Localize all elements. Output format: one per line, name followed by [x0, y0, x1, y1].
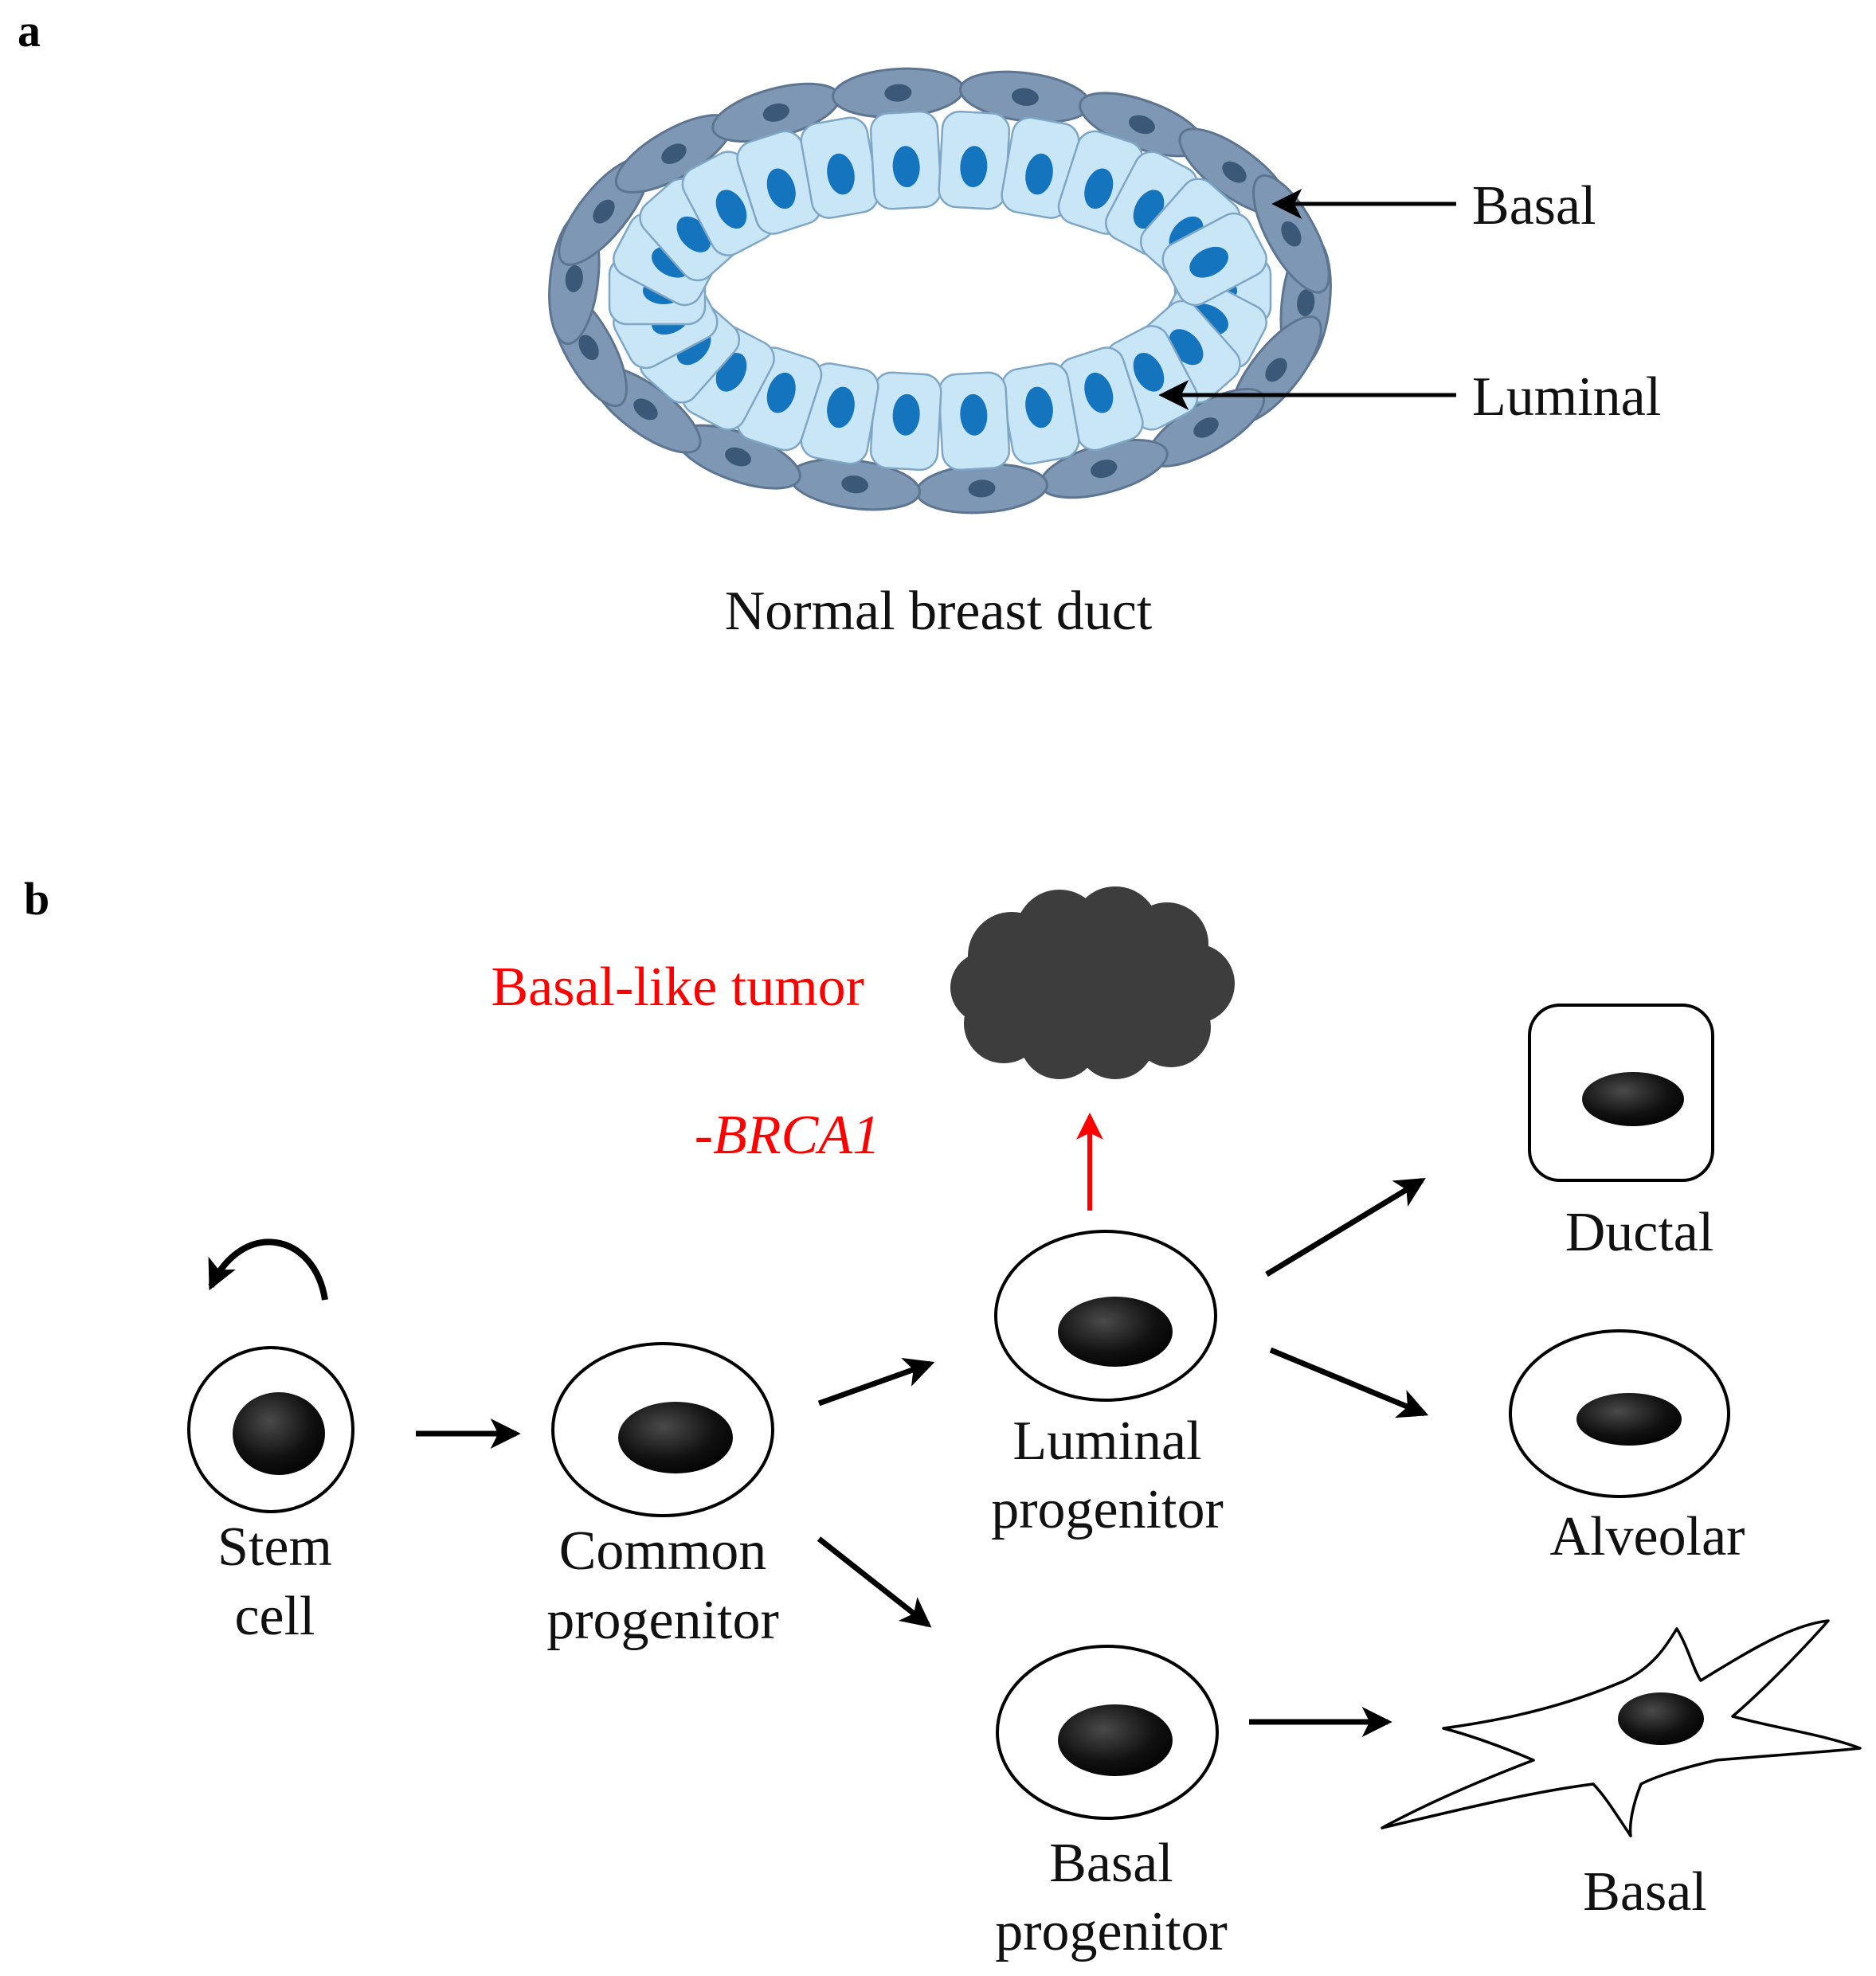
- luminal-cell-layer: [608, 110, 1272, 472]
- luminal-layer-label: Luminal: [1472, 366, 1661, 428]
- luminal-cell: [938, 110, 1011, 210]
- luminal-cell: [1057, 346, 1144, 452]
- arrow-common-to-basal: [817, 1536, 932, 1628]
- arrow-common-to-luminal: [817, 1357, 935, 1407]
- luminal-cell: [1001, 116, 1080, 219]
- luminal-progenitor-label-line2: progenitor: [991, 1479, 1224, 1540]
- basal-progenitor-cell: [996, 1645, 1219, 1820]
- tumor-label: Basal-like tumor: [491, 957, 864, 1018]
- breast-duct-diagram: [548, 67, 1332, 515]
- luminal-cell: [800, 362, 879, 465]
- arrow-luminal-to-alveolar: [1269, 1347, 1429, 1418]
- ductal-cell: [1528, 1004, 1714, 1182]
- luminal-cell: [938, 371, 1011, 472]
- common-progenitor-cell: [551, 1342, 774, 1517]
- panel-a-letter: a: [18, 5, 41, 57]
- luminal-cell: [869, 110, 942, 210]
- panel-a-caption: Normal breast duct: [725, 581, 1153, 642]
- luminal-cell: [869, 371, 942, 472]
- alveolar-label: Alveolar: [1550, 1506, 1745, 1567]
- stem-cell-label-line1: Stem: [217, 1516, 332, 1578]
- luminal-cell: [1001, 362, 1080, 465]
- panel-b-letter: b: [24, 873, 49, 925]
- stem-cell: [187, 1346, 354, 1513]
- basal-cell: [958, 70, 1091, 123]
- luminal-cell: [1161, 212, 1267, 307]
- stem-cell-label-line2: cell: [234, 1586, 315, 1647]
- luminal-progenitor-label-line1: Luminal: [1012, 1411, 1201, 1472]
- brca1-label: -BRCA1: [695, 1105, 880, 1166]
- basal-like-tumor-cloud: [950, 886, 1235, 1079]
- basal-progenitor-label-line2: progenitor: [995, 1901, 1228, 1962]
- basal-layer-label: Basal: [1472, 175, 1596, 237]
- self-renewal-arrow: [208, 1238, 328, 1301]
- basal-progenitor-label-line1: Basal: [1049, 1833, 1173, 1894]
- alveolar-cell: [1509, 1329, 1730, 1498]
- ductal-label: Ductal: [1565, 1202, 1714, 1263]
- common-progenitor-label-line2: progenitor: [546, 1590, 779, 1651]
- luminal-cell: [736, 130, 823, 235]
- common-progenitor-label-line1: Common: [559, 1520, 767, 1582]
- luminal-progenitor-cell: [994, 1230, 1217, 1402]
- arrow-luminal-to-ductal: [1265, 1178, 1426, 1277]
- basal-myoepithelial-cell: [1381, 1619, 1862, 1837]
- basal-cell-layer: [548, 67, 1332, 515]
- basal-cell-label: Basal: [1583, 1861, 1707, 1923]
